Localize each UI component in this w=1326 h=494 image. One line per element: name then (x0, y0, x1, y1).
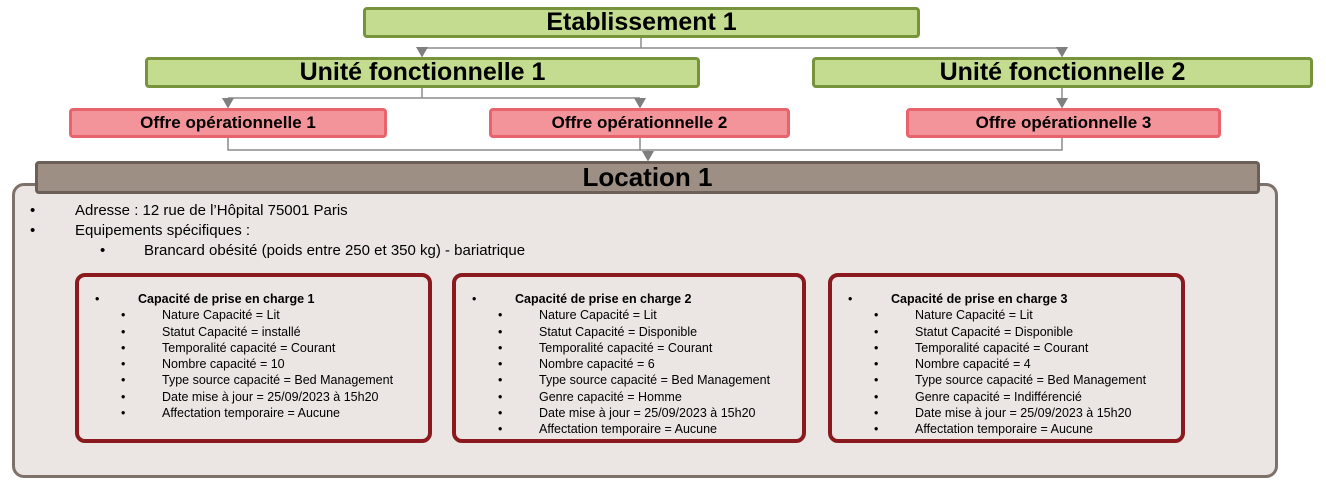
capacite-item: • Genre capacité = Indifférencié (832, 389, 1181, 405)
unite-fonctionnelle-1-box: Unité fonctionnelle 1 (145, 57, 700, 88)
capacite-item-text: Date mise à jour = 25/09/2023 à 15h20 (915, 406, 1132, 421)
bullet: • (874, 308, 879, 323)
offre-1-box: Offre opérationnelle 1 (69, 108, 387, 138)
capacite-item-text: Nature Capacité = Lit (539, 308, 657, 323)
bullet: • (498, 373, 503, 388)
capacite-item: • Genre capacité = Homme (456, 389, 802, 405)
capacite-item: • Temporalité capacité = Courant (456, 340, 802, 356)
capacite-card-3: • Capacité de prise en charge 3 • Nature Ca… (828, 273, 1185, 443)
capacite-item: • Nature Capacité = Lit (456, 307, 802, 323)
bullet: • (121, 357, 126, 372)
bullet: • (874, 340, 879, 355)
bullet: • (95, 292, 100, 306)
bullet: • (498, 357, 503, 372)
capacite-item-text: Affectation temporaire = Aucune (915, 422, 1094, 437)
capacite-item: • Temporalité capacité = Courant (832, 340, 1181, 356)
capacite-item: • Temporalité capacité = Courant (79, 340, 428, 356)
bullet: • (874, 324, 879, 339)
etablissement-box: Etablissement 1 (363, 7, 920, 38)
equipements-label: Equipements spécifiques : (75, 222, 251, 239)
bullet: • (498, 340, 503, 355)
bullet: • (121, 389, 126, 404)
capacite-item-text: Statut Capacité = Disponible (915, 324, 1074, 339)
capacite-item-text: Affectation temporaire = Aucune (162, 406, 341, 421)
capacite-card-2: • Capacité de prise en charge 2 • Nature Ca… (452, 273, 806, 443)
capacite-item-text: Temporalité capacité = Courant (915, 340, 1089, 355)
bullet: • (121, 308, 126, 323)
capacite-item: • Affectation temporaire = Aucune (456, 421, 802, 437)
capacite-title-row: • Capacité de prise en charge 1 (79, 291, 428, 307)
capacite-item-text: Nature Capacité = Lit (162, 308, 280, 323)
bullet: • (30, 202, 36, 219)
equipement-item: Brancard obésité (poids entre 250 et 350… (144, 242, 526, 259)
capacite-title: Capacité de prise en charge 1 (138, 292, 315, 306)
capacite-item: • Statut Capacité = installé (79, 324, 428, 340)
capacite-title: Capacité de prise en charge 2 (515, 292, 692, 306)
capacite-item-text: Nombre capacité = 4 (915, 357, 1031, 372)
capacite-item-text: Date mise à jour = 25/09/2023 à 15h20 (539, 406, 756, 421)
bullet: • (874, 373, 879, 388)
capacite-item: • Date mise à jour = 25/09/2023 à 15h20 (79, 389, 428, 405)
capacite-item: • Affectation temporaire = Aucune (79, 405, 428, 421)
offre-2-box: Offre opérationnelle 2 (489, 108, 790, 138)
capacite-item: • Nature Capacité = Lit (79, 307, 428, 323)
capacite-item: • Date mise à jour = 25/09/2023 à 15h20 (832, 405, 1181, 421)
capacite-item-text: Temporalité capacité = Courant (539, 340, 713, 355)
bullet: • (874, 406, 879, 421)
offre-3-box: Offre opérationnelle 3 (906, 108, 1221, 138)
capacite-item: • Nombre capacité = 10 (79, 356, 428, 372)
capacite-item-text: Temporalité capacité = Courant (162, 340, 336, 355)
capacite-item-text: Nombre capacité = 10 (162, 357, 285, 372)
bullet: • (472, 292, 477, 306)
connector-offres (227, 138, 1063, 151)
capacite-item-text: Type source capacité = Bed Management (162, 373, 394, 388)
bullet: • (498, 389, 503, 404)
capacite-item-text: Nature Capacité = Lit (915, 308, 1033, 323)
capacite-item-text: Type source capacité = Bed Management (539, 373, 771, 388)
capacite-card-1: • Capacité de prise en charge 1 • Nature Ca… (75, 273, 432, 443)
bullet: • (30, 222, 36, 239)
capacite-item-text: Statut Capacité = Disponible (539, 324, 698, 339)
bullet: • (498, 406, 503, 421)
capacite-item: • Nature Capacité = Lit (832, 307, 1181, 323)
connector-uf1 (228, 88, 640, 99)
bullet: • (498, 324, 503, 339)
location-details: • Adresse : 12 rue de l’Hôpital 75001 Par… (30, 201, 525, 261)
capacite-item-text: Statut Capacité = installé (162, 324, 301, 339)
capacite-item: • Type source capacité = Bed Management (456, 372, 802, 388)
capacite-item-text: Date mise à jour = 25/09/2023 à 15h20 (162, 389, 379, 404)
adresse: Adresse : 12 rue de l’Hôpital 75001 Pari… (75, 202, 348, 219)
bullet: • (121, 406, 126, 421)
capacite-item-text: Nombre capacité = 6 (539, 357, 655, 372)
unite-fonctionnelle-2-box: Unité fonctionnelle 2 (812, 57, 1313, 88)
capacite-item: • Nombre capacité = 6 (456, 356, 802, 372)
bullet: • (874, 422, 879, 437)
capacite-title-row: • Capacité de prise en charge 2 (456, 291, 802, 307)
capacite-item: • Type source capacité = Bed Management (79, 372, 428, 388)
capacite-item-text: Genre capacité = Homme (539, 389, 682, 404)
capacite-item: • Date mise à jour = 25/09/2023 à 15h20 (456, 405, 802, 421)
bullet: • (874, 357, 879, 372)
bullet: • (874, 389, 879, 404)
capacite-title: Capacité de prise en charge 3 (891, 292, 1068, 306)
bullet: • (848, 292, 853, 306)
connector-etab (422, 38, 1062, 49)
capacite-item-text: Affectation temporaire = Aucune (539, 422, 718, 437)
bullet: • (121, 324, 126, 339)
location-title: Location 1 (35, 161, 1260, 194)
capacite-title-row: • Capacité de prise en charge 3 (832, 291, 1181, 307)
bullet: • (121, 373, 126, 388)
capacite-item-text: Type source capacité = Bed Management (915, 373, 1147, 388)
capacite-item: • Affectation temporaire = Aucune (832, 421, 1181, 437)
bullet: • (498, 308, 503, 323)
capacite-item-text: Genre capacité = Indifférencié (915, 389, 1082, 404)
bullet: • (121, 340, 126, 355)
capacite-item: • Type source capacité = Bed Management (832, 372, 1181, 388)
capacite-item: • Nombre capacité = 4 (832, 356, 1181, 372)
bullet: • (100, 242, 106, 259)
bullet: • (498, 422, 503, 437)
capacite-item: • Statut Capacité = Disponible (832, 324, 1181, 340)
capacite-item: • Statut Capacité = Disponible (456, 324, 802, 340)
